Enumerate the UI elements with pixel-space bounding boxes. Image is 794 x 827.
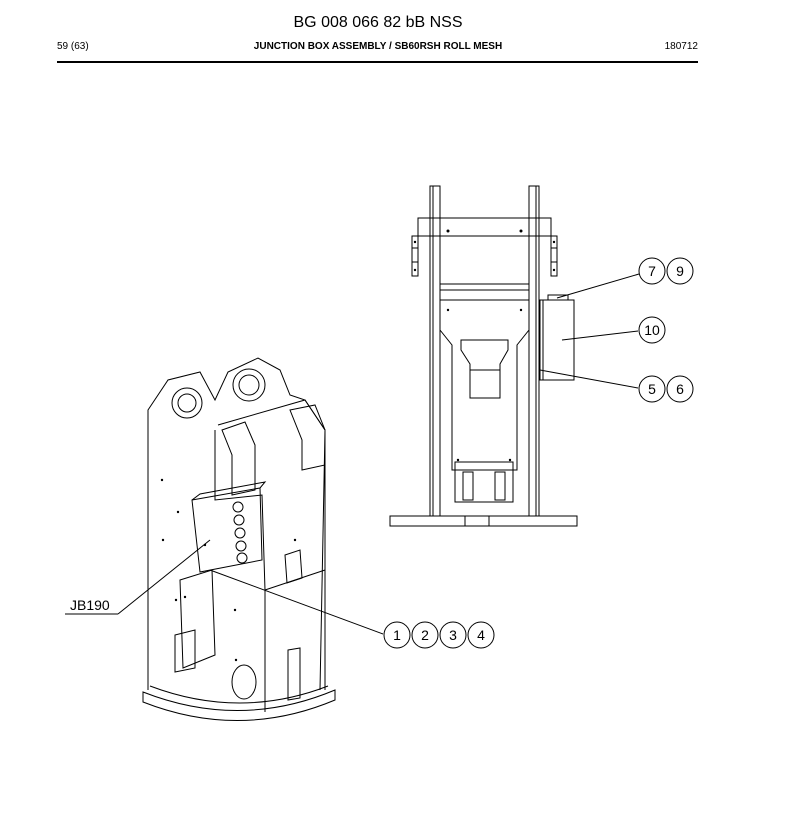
document-code: BG 008 066 82 bB NSS <box>293 14 463 31</box>
callout-10-label: 10 <box>644 322 660 338</box>
callout-6 <box>666 375 694 403</box>
callout-1-label: 1 <box>393 627 401 643</box>
isometric-view-frame <box>142 357 336 721</box>
callout-3-label: 3 <box>449 627 457 643</box>
document-date: 180712 <box>664 41 698 52</box>
rear-view-frame <box>389 185 578 527</box>
callout-3 <box>439 621 467 649</box>
callout-2-label: 2 <box>421 627 429 643</box>
page-number: 59 (63) <box>57 41 89 52</box>
callout-group-7-9 <box>638 257 694 285</box>
callout-5-label: 5 <box>648 381 656 397</box>
callout-4 <box>467 621 495 649</box>
callout-group-5-6 <box>638 375 694 403</box>
callout-group-1-4 <box>383 621 495 649</box>
leader-lines <box>65 273 640 635</box>
callout-5 <box>638 375 666 403</box>
jb190-label: JB190 <box>70 597 110 613</box>
page-title: JUNCTION BOX ASSEMBLY / SB60RSH ROLL MES… <box>253 41 503 52</box>
header-rule <box>57 61 698 63</box>
callout-4-label: 4 <box>477 627 485 643</box>
callout-9 <box>666 257 694 285</box>
callout-6-label: 6 <box>676 381 684 397</box>
callout-10 <box>638 316 666 344</box>
callout-1 <box>383 621 411 649</box>
callout-7 <box>638 257 666 285</box>
callout-7-label: 7 <box>648 263 656 279</box>
callout-2 <box>411 621 439 649</box>
callout-9-label: 9 <box>676 263 684 279</box>
